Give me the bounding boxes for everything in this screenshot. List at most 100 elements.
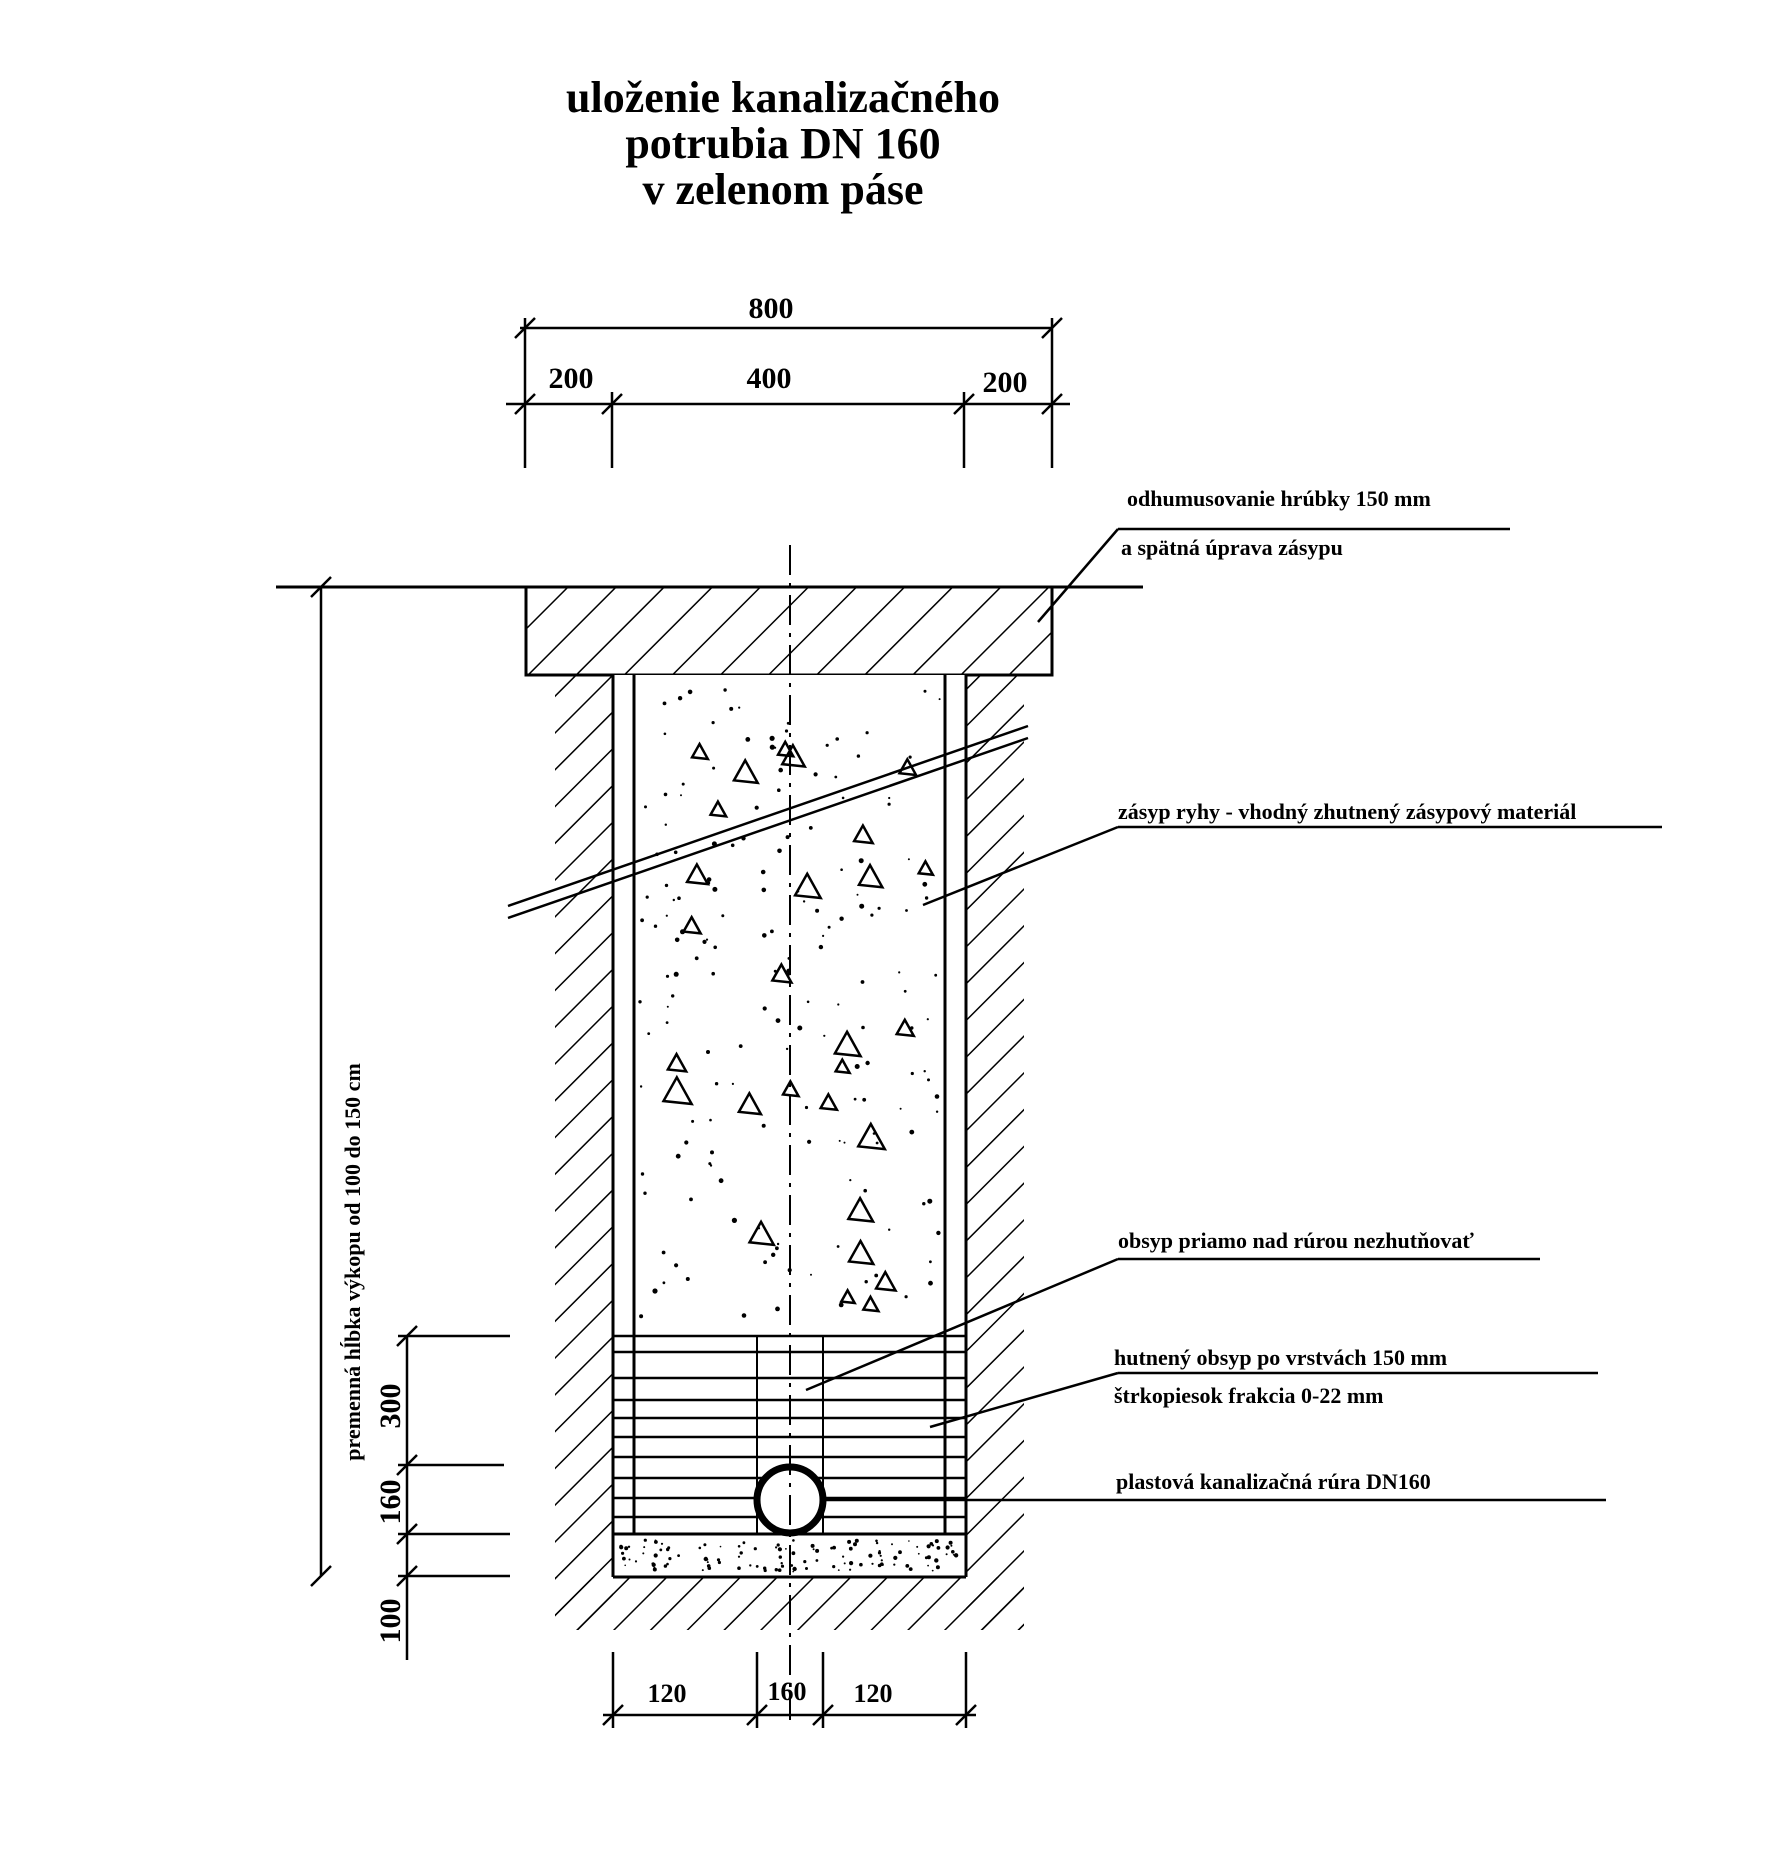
aggregate-dot <box>721 914 725 918</box>
aggregate-dot <box>672 898 675 902</box>
aggregate-dot <box>863 1188 867 1193</box>
aggregate-dot <box>887 802 891 806</box>
aggregate-dot <box>662 701 667 706</box>
bedding-sand-dot <box>643 1546 646 1549</box>
bedding-sand-dot <box>950 1544 953 1547</box>
aggregate-dot <box>904 1295 908 1299</box>
aggregate-dot <box>903 989 907 993</box>
aggregate-stone <box>856 862 885 889</box>
title-line-3: v zelenom páse <box>642 165 923 214</box>
aggregate-dot <box>639 1085 643 1088</box>
bedding-sand-dot <box>677 1554 680 1557</box>
aggregate-dot <box>810 1273 812 1276</box>
bedding-sand-dot <box>737 1545 741 1548</box>
aggregate-stone <box>894 1017 917 1038</box>
bedding-sand-dot <box>837 1569 840 1571</box>
aggregate-dot <box>771 1252 776 1258</box>
dim-middle-width: 400 <box>747 362 792 395</box>
aggregate-dot <box>853 1097 857 1101</box>
aggregate-dot <box>923 1070 926 1073</box>
bedding-sand-dot <box>777 1547 783 1552</box>
aggregate-dot <box>653 924 658 928</box>
aggregate-dot <box>694 956 699 961</box>
aggregate-dot <box>677 696 683 701</box>
aggregate-dot <box>745 737 751 742</box>
bedding-sand-dot <box>785 1548 787 1550</box>
aggregate-dot <box>841 796 845 800</box>
bedding-sand-dot <box>917 1552 920 1555</box>
aggregate-dot <box>807 1139 812 1144</box>
bedding-sand-dot <box>945 1545 950 1550</box>
aggregate-dot <box>663 792 668 797</box>
aggregate-dot <box>843 1141 846 1144</box>
aggregate-dot <box>888 1228 891 1231</box>
aggregate-dot <box>861 1025 865 1030</box>
aggregate-dot <box>663 732 667 736</box>
bedding-sand-dot <box>868 1553 873 1558</box>
aggregate-dot <box>738 1044 743 1048</box>
dim-bottom-middle: 160 <box>768 1677 807 1706</box>
title-block: uloženie kanalizačného potrubia DN 160 v… <box>566 73 1000 214</box>
aggregate-stone <box>681 914 703 935</box>
aggregate-dot <box>664 823 667 826</box>
bedding-sand-dot <box>929 1542 934 1546</box>
aggregate-dot <box>691 1119 695 1123</box>
bedding-sand-dot <box>854 1538 859 1543</box>
aggregate-dot <box>712 886 718 892</box>
aggregate-dot <box>640 918 644 923</box>
aggregate-stone <box>685 861 711 886</box>
aggregate-stone <box>846 1195 876 1224</box>
aggregate-dot <box>938 698 941 701</box>
aggregate-dot <box>713 945 717 950</box>
aggregate-dot <box>909 1129 915 1135</box>
aggregate-dot <box>710 1150 714 1155</box>
aggregate-dot <box>673 971 679 977</box>
bedding-sand-dot <box>893 1555 898 1560</box>
bedding-sand-dot <box>624 1546 629 1551</box>
aggregate-dot <box>923 689 927 693</box>
bedding-sand-dot <box>848 1546 853 1551</box>
aggregate-dot <box>731 1082 735 1085</box>
bedding-sand-dot <box>652 1567 657 1572</box>
aggregate-dot <box>685 1277 690 1281</box>
bedding-sand-dot <box>651 1562 656 1567</box>
aggregate-stone <box>874 1269 898 1293</box>
aggregate-dot <box>874 1273 879 1278</box>
dim-obsyp-height: 300 <box>374 1384 407 1429</box>
aggregate-dot <box>837 1003 840 1006</box>
bedding-sand-dot <box>660 1542 664 1545</box>
trench-walls <box>611 675 968 1579</box>
aggregate-dot <box>738 706 741 709</box>
bedding-sand-dot <box>668 1557 672 1561</box>
aggregate-dot <box>813 772 818 777</box>
bedding-sand-dot <box>936 1546 941 1550</box>
bedding-sand-dot <box>842 1555 845 1558</box>
bedding-sand-dot <box>717 1560 722 1565</box>
aggregate-dot <box>671 994 675 998</box>
aggregate-dot <box>702 939 707 945</box>
aggregate-dot <box>864 1280 868 1284</box>
bedding-sand-dot <box>663 1564 668 1568</box>
aggregate-dot <box>926 1018 929 1021</box>
bedding-sand-dot <box>945 1553 948 1556</box>
dim-left-width: 200 <box>549 362 594 395</box>
aggregate-dot <box>687 689 693 695</box>
bedding-sand-dot <box>634 1560 638 1563</box>
depth-label: premenná hĺbka výkopu od 100 do 150 cm <box>340 1063 365 1461</box>
bedding-sand-dot <box>893 1563 896 1566</box>
bedding-sand-dot <box>763 1568 767 1573</box>
bedding-sand-dot <box>622 1556 626 1561</box>
aggregate-stone <box>690 741 711 761</box>
aggregate-dot <box>804 1105 809 1110</box>
bedding-sand-dot <box>853 1542 857 1547</box>
bedding-sand-dot <box>774 1568 778 1572</box>
aggregate-stone <box>852 822 875 845</box>
bedding-sand-dot <box>927 1564 929 1567</box>
aggregate-dot <box>934 973 938 977</box>
aggregate-dot <box>647 1032 651 1035</box>
aggregate-dot <box>665 974 670 978</box>
aggregate-dot <box>924 896 929 900</box>
bedding-sand-dot <box>698 1546 702 1550</box>
aggregate-dot <box>677 896 681 900</box>
